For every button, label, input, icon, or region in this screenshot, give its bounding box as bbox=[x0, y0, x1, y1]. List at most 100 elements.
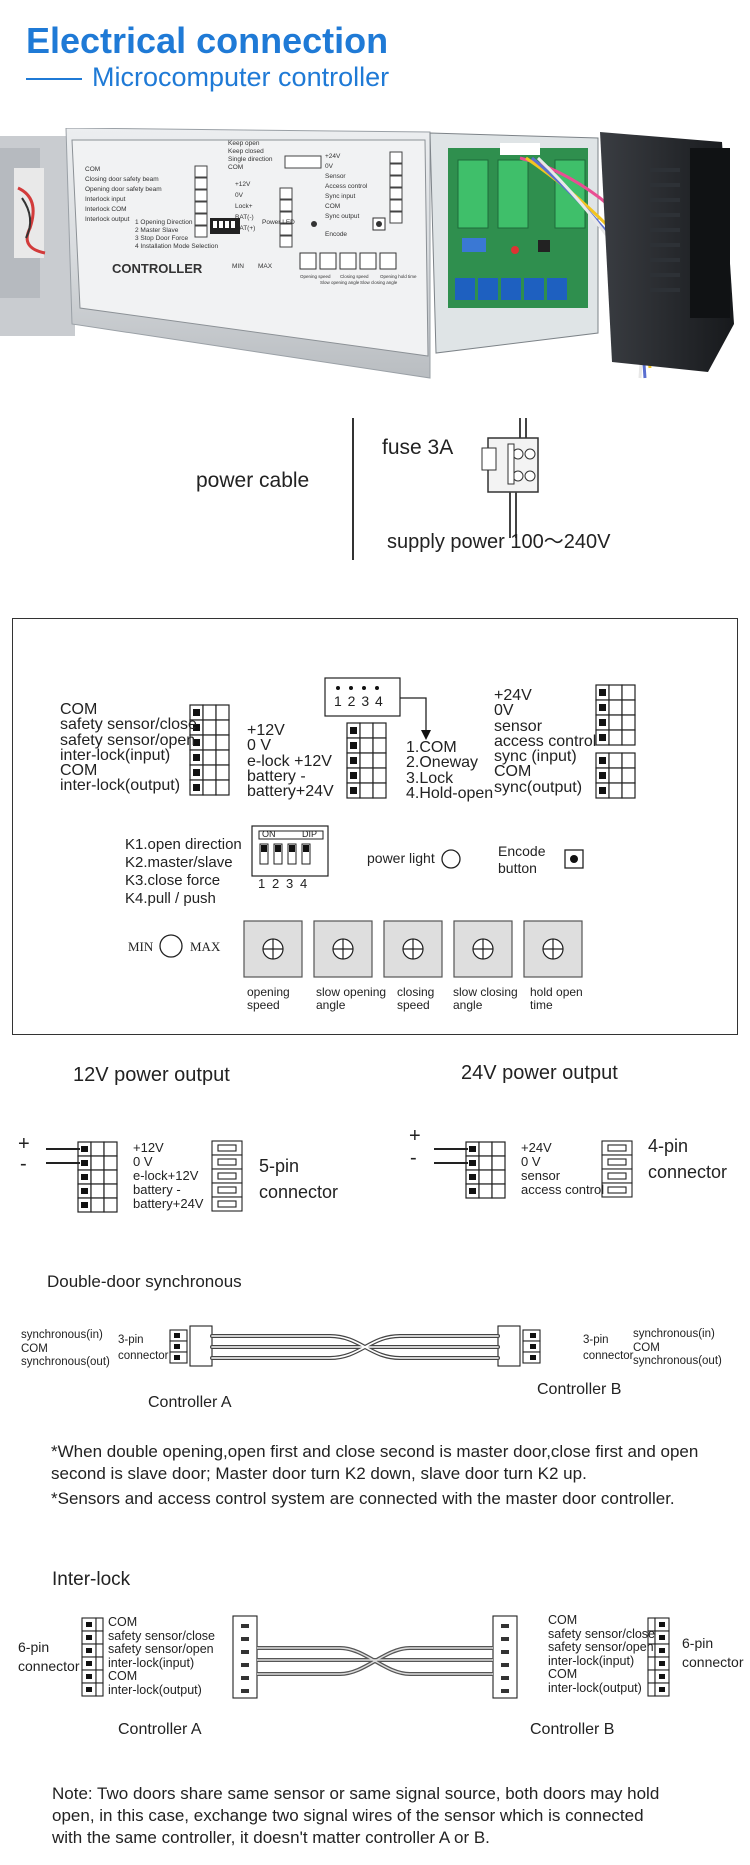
photo-label: BAT(+) bbox=[235, 225, 255, 232]
pin-label: safety sensor/open bbox=[60, 731, 196, 749]
photo-label: Slow closing angle bbox=[360, 280, 398, 285]
photo-label: Keep closed bbox=[228, 148, 264, 155]
pin-label: 0 V bbox=[133, 1154, 153, 1169]
max-label: MAX bbox=[190, 939, 221, 954]
pin-label: safety sensor/open bbox=[108, 1642, 214, 1656]
sync-cable-graphics bbox=[169, 1325, 541, 1367]
photo-label: Sync output bbox=[325, 213, 360, 220]
photo-label: 0V bbox=[235, 192, 244, 199]
supply-power-label: supply power 100～240V bbox=[387, 531, 611, 553]
photo-label: 0V bbox=[325, 163, 334, 170]
pin-label: battery - bbox=[247, 767, 306, 785]
pin-label: inter-lock(input) bbox=[108, 1655, 195, 1670]
photo-label: COM bbox=[228, 164, 243, 171]
left-block-labels: COM safety sensor/close safety sensor/op… bbox=[60, 701, 197, 794]
pin-label: sync(output) bbox=[494, 778, 583, 796]
knob-label-slow-closing-angle: slow closing angle bbox=[453, 985, 518, 1012]
pin-label: synchronous(in) bbox=[21, 1329, 103, 1341]
dip-functions: K1.open direction K2.master/slave K3.clo… bbox=[125, 836, 242, 908]
interlock-right-labels: COM safety sensor/close safety sensor/op… bbox=[548, 1613, 655, 1695]
encode-button-label: Encode button bbox=[498, 843, 546, 876]
out24-labels: +24V 0 V sensor access control bbox=[521, 1141, 604, 1197]
pin-label: access control bbox=[494, 732, 597, 750]
dip-label: K3.close force bbox=[125, 872, 221, 889]
pin-label: COM bbox=[21, 1342, 48, 1355]
photo-label: COM bbox=[85, 166, 100, 173]
connector-functions: 1.COM 2.Oneway 3.Lock 4.Hold-open bbox=[406, 739, 493, 801]
mid-block-labels: +12V 0 V e-lock +12V battery - battery+2… bbox=[247, 722, 334, 801]
pin-label: 3.Lock bbox=[406, 769, 454, 787]
pin-label: safety sensor/close bbox=[60, 716, 197, 734]
dip-num-2: 2 bbox=[272, 876, 280, 891]
photo-label: Interlock output bbox=[85, 216, 130, 223]
pin-label: inter-lock(input) bbox=[548, 1653, 635, 1668]
photo-label: Encode bbox=[325, 231, 347, 238]
knob-label-closing-speed: closing speed bbox=[397, 985, 435, 1012]
photo-label: 2 Master Slave bbox=[135, 227, 179, 234]
sync-controller-a: Controller A bbox=[148, 1394, 232, 1411]
pin-label: e-lock +12V bbox=[247, 752, 332, 770]
interlock-controller-a: Controller A bbox=[118, 1721, 202, 1738]
sync-right-connector: 3-pin connector bbox=[583, 1334, 634, 1362]
sync-left-connector: 3-pin connector bbox=[118, 1334, 169, 1362]
sync-right-labels: synchronous(in) COM synchronous(out) bbox=[633, 1328, 722, 1369]
photo-label: Closing speed bbox=[340, 274, 369, 279]
photo-label: Opening speed bbox=[300, 274, 331, 279]
knob-label-slow-opening-angle: slow opening angle bbox=[316, 985, 387, 1012]
pin-label: COM bbox=[633, 1341, 660, 1354]
dip-num-3: 3 bbox=[286, 876, 294, 891]
pin-label: +24V bbox=[521, 1140, 552, 1155]
pin-label: safety sensor/close bbox=[548, 1626, 655, 1641]
subtitle-rule bbox=[26, 78, 82, 80]
interlock-cable-graphics bbox=[81, 1615, 670, 1699]
pin-label: COM bbox=[108, 1669, 138, 1683]
pin-label: battery+24V bbox=[133, 1196, 204, 1211]
pin-label: sync (input) bbox=[494, 748, 577, 766]
pin-label: inter-lock(output) bbox=[108, 1682, 202, 1697]
dip-num-1: 1 bbox=[258, 876, 266, 891]
interlock-right-connector: 6-pin connector bbox=[682, 1635, 744, 1670]
interlock-left-connector: 6-pin connector bbox=[18, 1639, 80, 1674]
min-label: MIN bbox=[128, 939, 154, 954]
page-subtitle: Microcomputer controller bbox=[92, 62, 390, 92]
pin-label: sensor bbox=[521, 1168, 561, 1183]
controller-wiring-diagram bbox=[12, 618, 738, 1035]
pin-label: 0 V bbox=[521, 1154, 541, 1169]
connector-pin-numbers: 1 2 3 4 bbox=[334, 693, 384, 709]
pin-label: access control bbox=[521, 1182, 605, 1197]
photo-controller-label: CONTROLLER bbox=[112, 261, 203, 276]
photo-label: +12V bbox=[235, 181, 251, 188]
interlock-note: Note: Two doors share same sensor or sam… bbox=[52, 1784, 660, 1847]
dip-on-label: ON bbox=[262, 829, 276, 839]
power-cable-label: power cable bbox=[196, 469, 310, 492]
pin-label: COM bbox=[548, 1613, 578, 1627]
pin-label: e-lock+12V bbox=[133, 1168, 199, 1183]
knob-label-opening-speed: opening speed bbox=[247, 985, 290, 1012]
photo-label: 4 Installation Mode Selection bbox=[135, 243, 218, 250]
dip-label: K4.pull / push bbox=[125, 890, 216, 907]
out12-connector: 5-pin connector bbox=[259, 1156, 339, 1202]
pin-label: COM bbox=[60, 762, 98, 780]
photo-label: Interlock COM bbox=[85, 206, 127, 213]
dip-dip-label: DIP bbox=[302, 829, 318, 839]
pin-label: +24V bbox=[494, 687, 532, 704]
photo-label: MIN bbox=[232, 263, 244, 270]
sync-note-sensors: *Sensors and access control system are c… bbox=[51, 1489, 675, 1508]
photo-label: Lock+ bbox=[235, 203, 253, 210]
dip-num-4: 4 bbox=[300, 876, 308, 891]
out24-plus: + bbox=[409, 1125, 421, 1147]
pin-label: 0V bbox=[494, 702, 514, 720]
right-block-labels: +24V 0V sensor access control sync (inpu… bbox=[494, 687, 597, 796]
photo-label: Interlock input bbox=[85, 196, 126, 203]
pin-label: synchronous(out) bbox=[633, 1355, 722, 1367]
photo-label: Slow opening angle bbox=[320, 280, 360, 285]
power-divider bbox=[352, 418, 354, 560]
fuse-terminal-illustration bbox=[481, 418, 539, 538]
dip-label: K2.master/slave bbox=[125, 854, 233, 871]
power-output-graphics bbox=[46, 1140, 633, 1213]
pin-label: COM bbox=[60, 701, 98, 718]
pin-label: synchronous(out) bbox=[21, 1356, 110, 1368]
pin-label: battery+24V bbox=[247, 783, 334, 801]
page-title: Electrical connection bbox=[26, 20, 389, 61]
pin-label: COM bbox=[108, 1615, 138, 1629]
